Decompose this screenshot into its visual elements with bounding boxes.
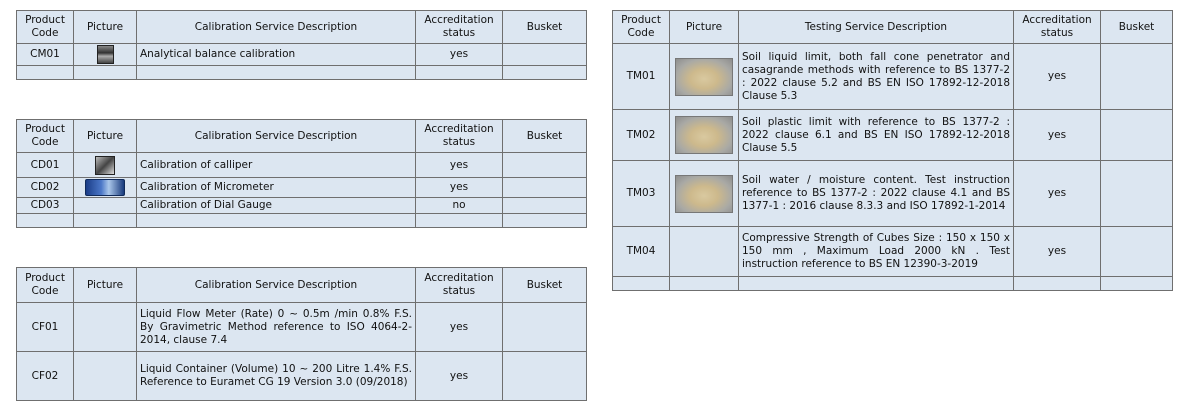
empty-row: [612, 276, 1173, 291]
empty-row: [16, 65, 587, 80]
busket-cell[interactable]: [502, 177, 587, 198]
busket-cell[interactable]: [1100, 109, 1173, 161]
service-description: Soil plastic limit with reference to BS …: [738, 109, 1014, 161]
service-description: Calibration of Dial Gauge: [136, 197, 416, 214]
header-description: Calibration Service Description: [136, 119, 416, 153]
header-picture: Picture: [73, 119, 137, 153]
header-picture: Picture: [73, 10, 137, 44]
busket-cell[interactable]: [1100, 43, 1173, 110]
busket-cell[interactable]: [1100, 160, 1173, 227]
calibration-table-cd: Product Code Picture Calibration Service…: [16, 119, 587, 228]
header-product-code: Product Code: [16, 267, 74, 303]
accreditation-status: yes: [415, 351, 503, 401]
picture-cell: [669, 43, 739, 110]
accreditation-status: yes: [1013, 109, 1101, 161]
product-code: CD03: [16, 197, 74, 214]
header-product-code: Product Code: [16, 119, 74, 153]
busket-cell[interactable]: [502, 197, 587, 214]
soil-sample-thumbnail: [675, 116, 733, 154]
product-code: TM02: [612, 109, 670, 161]
service-description: Compressive Strength of Cubes Size : 150…: [738, 226, 1014, 277]
testing-table-tm: Product Code Picture Testing Service Des…: [612, 10, 1173, 291]
header-busket: Busket: [502, 119, 587, 153]
accreditation-status: yes: [415, 302, 503, 352]
product-code: CF02: [16, 351, 74, 401]
caliper-thumbnail: [95, 155, 115, 175]
balance-thumbnail: [96, 45, 114, 64]
accreditation-status: yes: [1013, 43, 1101, 110]
accreditation-status: yes: [415, 152, 503, 178]
header-picture: Picture: [669, 10, 739, 44]
picture-cell: [73, 152, 137, 178]
micrometer-thumbnail: [85, 179, 125, 196]
product-code: CD01: [16, 152, 74, 178]
soil-sample-thumbnail: [675, 57, 733, 96]
header-busket: Busket: [1100, 10, 1173, 44]
busket-cell[interactable]: [502, 302, 587, 352]
product-code: CD02: [16, 177, 74, 198]
picture-cell: [669, 109, 739, 161]
header-product-code: Product Code: [612, 10, 670, 44]
product-code: TM04: [612, 226, 670, 277]
service-description: Soil water / moisture content. Test inst…: [738, 160, 1014, 227]
service-description: Soil liquid limit, both fall cone penetr…: [738, 43, 1014, 110]
product-code: CM01: [16, 43, 74, 66]
header-accreditation: Accreditation status: [415, 10, 503, 44]
header-busket: Busket: [502, 267, 587, 303]
product-code: TM03: [612, 160, 670, 227]
product-code: TM01: [612, 43, 670, 110]
header-product-code: Product Code: [16, 10, 74, 44]
header-description: Calibration Service Description: [136, 10, 416, 44]
accreditation-status: yes: [1013, 226, 1101, 277]
busket-cell[interactable]: [502, 351, 587, 401]
service-description: Analytical balance calibration: [136, 43, 416, 66]
picture-cell: [73, 302, 137, 352]
header-picture: Picture: [73, 267, 137, 303]
picture-cell: [73, 351, 137, 401]
empty-row: [16, 213, 587, 228]
header-accreditation: Accreditation status: [415, 119, 503, 153]
picture-cell: [73, 177, 137, 198]
accreditation-status: yes: [1013, 160, 1101, 227]
busket-cell[interactable]: [502, 152, 587, 178]
calibration-table-cm: Product Code Picture Calibration Service…: [16, 10, 587, 80]
busket-cell[interactable]: [502, 43, 587, 66]
picture-cell: [669, 160, 739, 227]
header-accreditation: Accreditation status: [1013, 10, 1101, 44]
picture-cell: [73, 197, 137, 214]
header-description: Testing Service Description: [738, 10, 1014, 44]
header-description: Calibration Service Description: [136, 267, 416, 303]
service-description: Liquid Flow Meter (Rate) 0 ~ 0.5m /min 0…: [136, 302, 416, 352]
soil-sample-thumbnail: [675, 174, 733, 213]
busket-cell[interactable]: [1100, 226, 1173, 277]
accreditation-status: yes: [415, 177, 503, 198]
service-description: Calibration of Micrometer: [136, 177, 416, 198]
service-description: Liquid Container (Volume) 10 ~ 200 Litre…: [136, 351, 416, 401]
header-busket: Busket: [502, 10, 587, 44]
accreditation-status: no: [415, 197, 503, 214]
picture-cell: [669, 226, 739, 277]
header-accreditation: Accreditation status: [415, 267, 503, 303]
picture-cell: [73, 43, 137, 66]
calibration-table-cf: Product Code Picture Calibration Service…: [16, 267, 587, 401]
product-code: CF01: [16, 302, 74, 352]
service-description: Calibration of calliper: [136, 152, 416, 178]
accreditation-status: yes: [415, 43, 503, 66]
